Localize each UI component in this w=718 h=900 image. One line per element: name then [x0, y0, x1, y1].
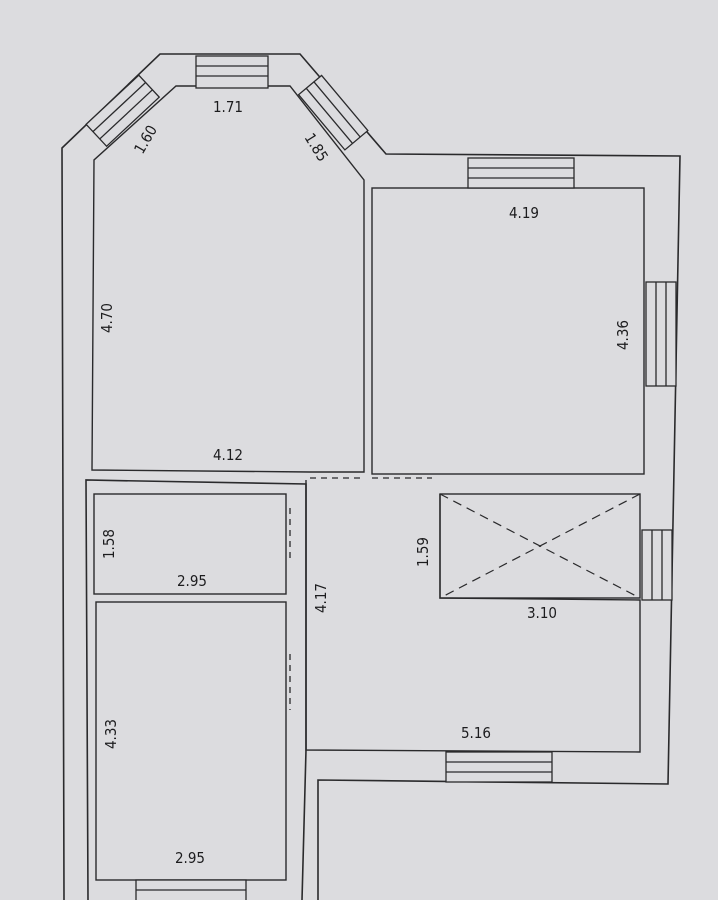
window-bay-right: [297, 74, 369, 151]
hall: [305, 480, 641, 753]
room-bottom-left-height-label: 4.33: [102, 719, 120, 749]
room-top-right: [371, 187, 645, 475]
window-stair-east: [641, 529, 673, 601]
window-bottom-left-room-south: [135, 879, 247, 900]
window-hall-south: [445, 751, 553, 783]
hall-height-label: 4.17: [312, 583, 330, 613]
stair-void-cross: [439, 493, 641, 599]
bay-room-height-label: 4.70: [98, 303, 116, 333]
small-room-height-label: 1.58: [100, 529, 118, 559]
room-bottom-left-width-label: 2.95: [175, 849, 205, 867]
bay-room: [91, 85, 365, 473]
bay-room-width-label: 4.12: [213, 446, 243, 464]
room-bottom-left: [95, 601, 287, 881]
bay-room-left-diagonal-label: 1.60: [130, 122, 161, 157]
bay-room-right-diagonal-label: 1.85: [301, 130, 332, 165]
window-top-right-room-east: [645, 281, 677, 387]
room-top-right-width-label: 4.19: [509, 204, 539, 222]
inner-wall: [85, 479, 307, 900]
outer-wall: [61, 53, 681, 900]
window-bay-left: [85, 74, 161, 148]
small-room-width-label: 2.95: [177, 572, 207, 590]
small-room: [93, 493, 287, 595]
window-top-right-room-north: [467, 157, 575, 189]
window-bay-top: [195, 55, 269, 89]
stair-void-width-label: 3.10: [527, 604, 557, 622]
bay-room-top-edge-label: 1.71: [213, 98, 243, 116]
stair-void: [439, 493, 641, 599]
room-top-right-height-label: 4.36: [614, 320, 632, 350]
hall-width-label: 5.16: [461, 724, 491, 742]
stair-void-height-label: 1.59: [414, 537, 432, 567]
